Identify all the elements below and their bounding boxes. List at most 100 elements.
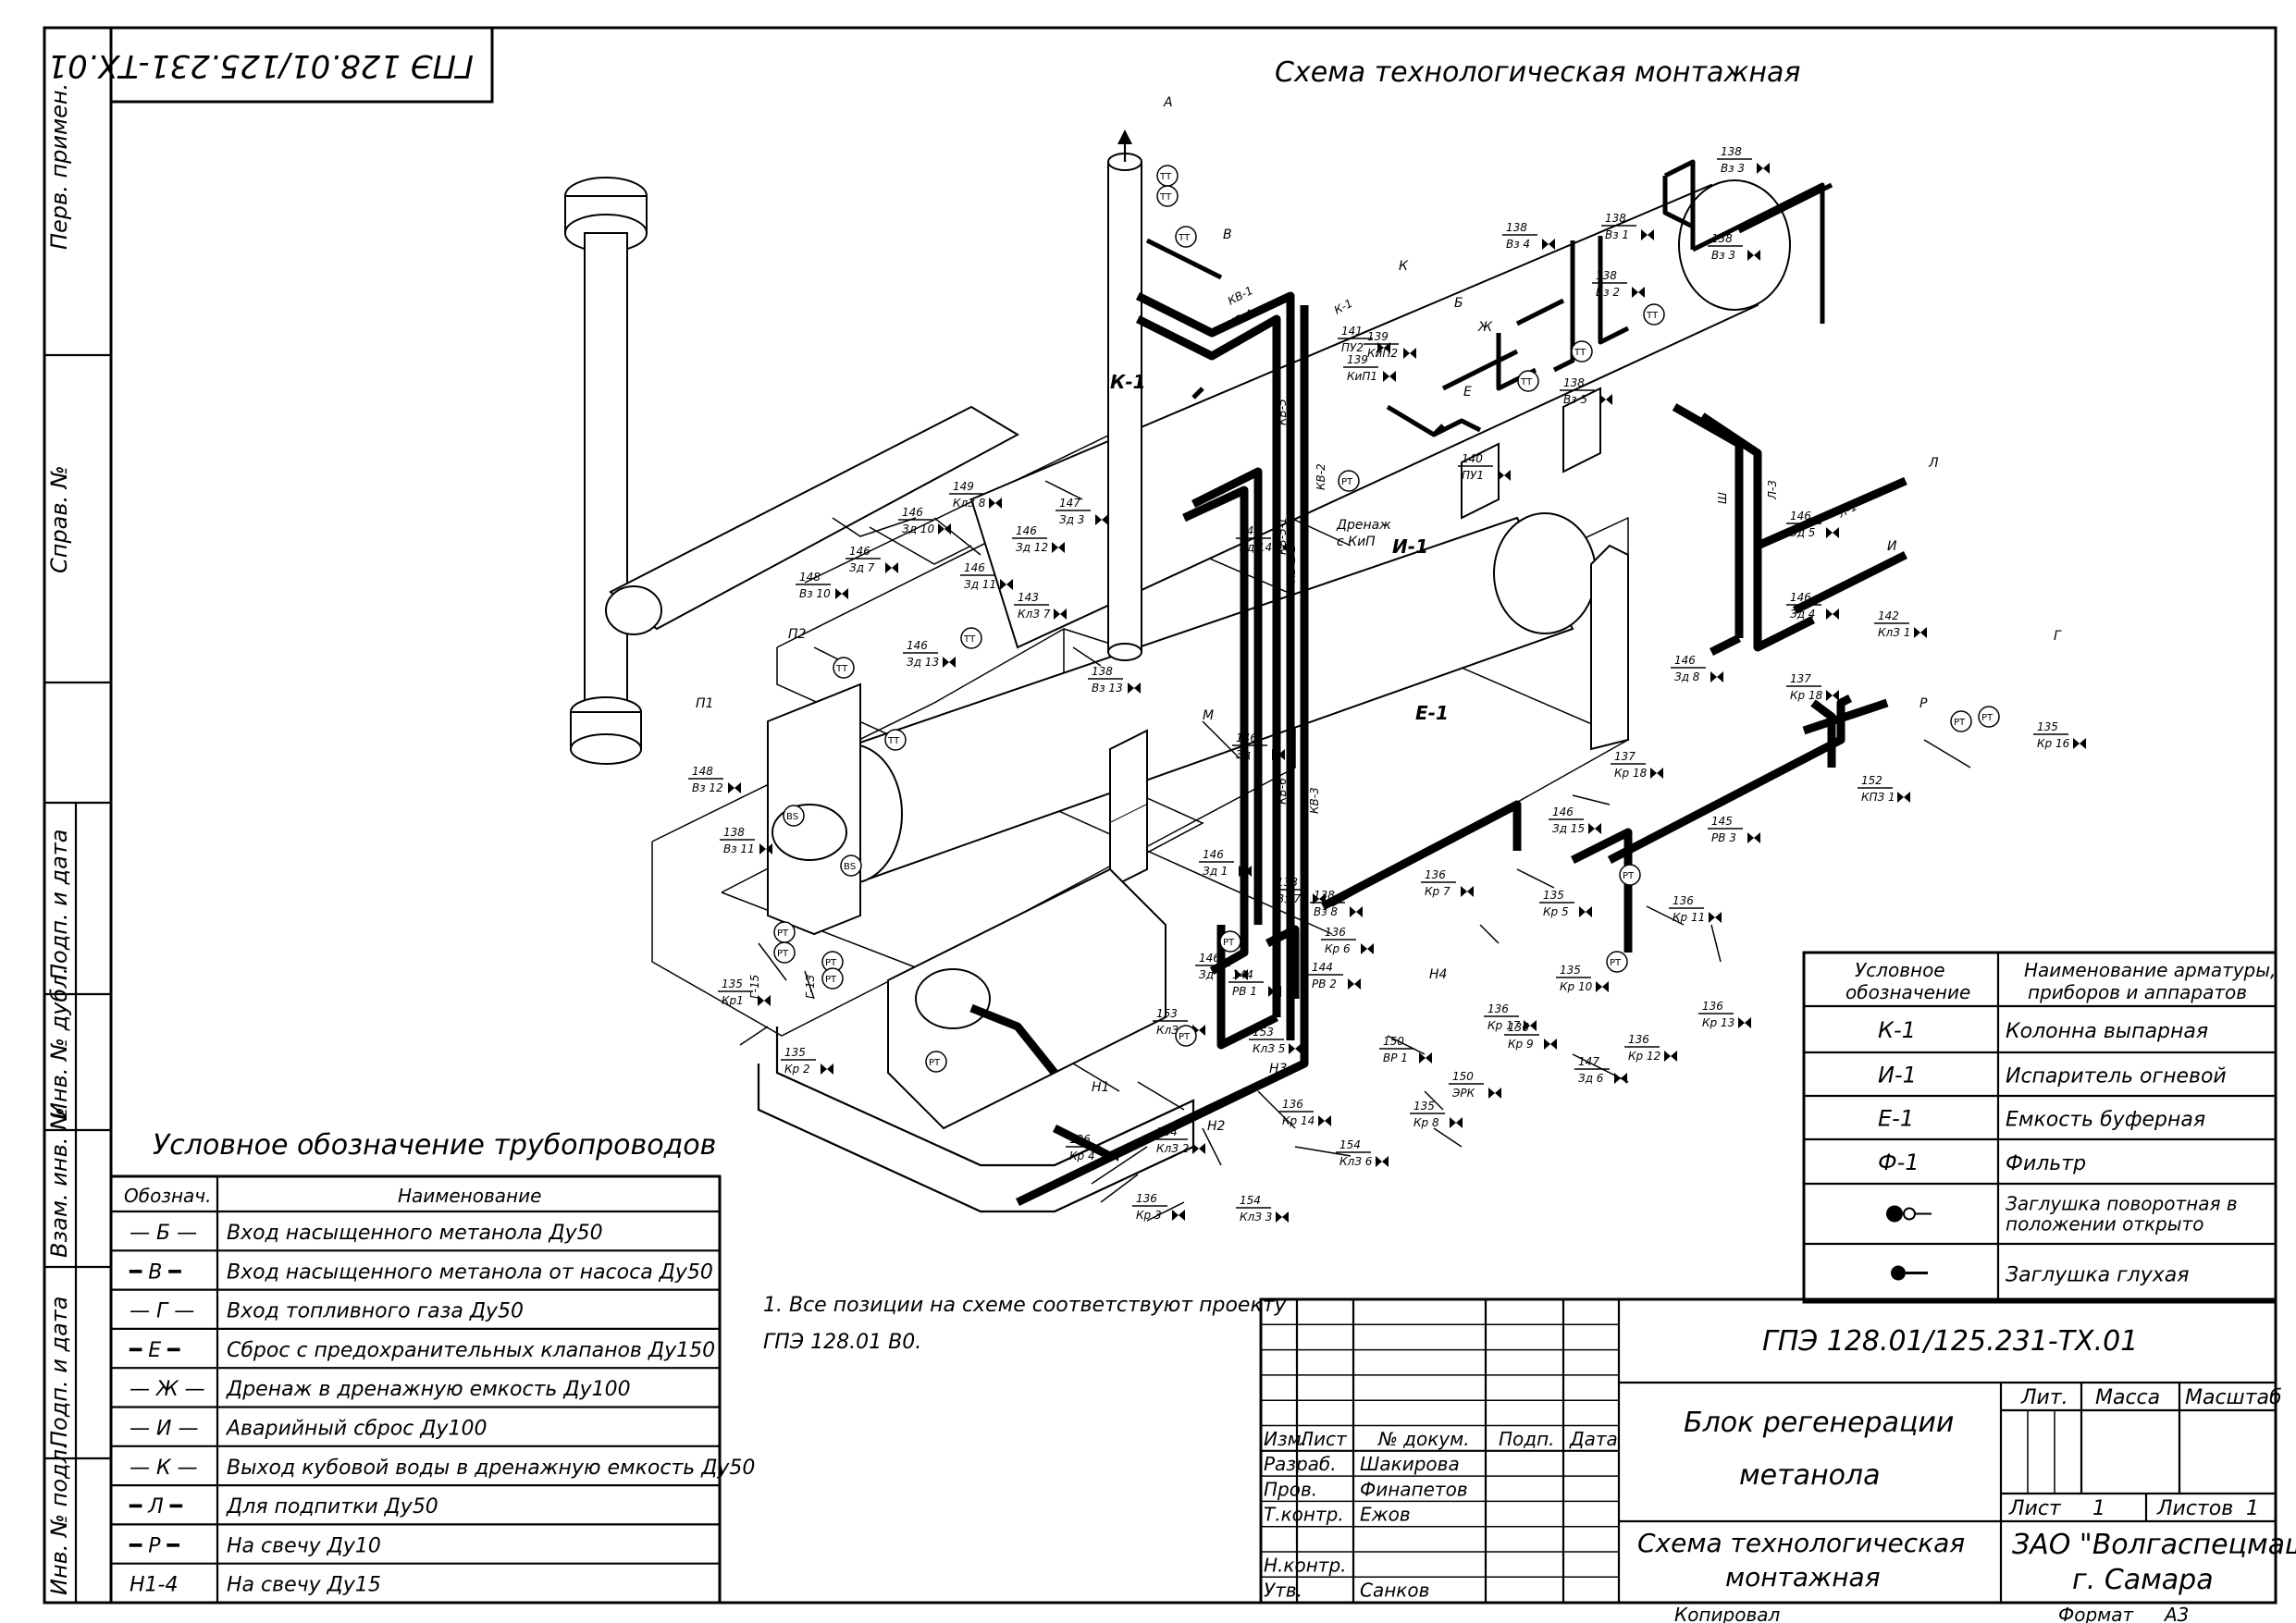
svg-text:Л: Л — [1928, 456, 1939, 471]
valve-icon — [1747, 832, 1760, 843]
valve-tag-number: 140 — [1462, 452, 1483, 465]
valve-tag-code: Зд 3 — [1059, 513, 1084, 526]
instrument-bubble: ТТ — [1156, 165, 1179, 187]
valve-tag: 146 Зд 1 — [1199, 848, 1252, 878]
instrument-circle-icon — [833, 657, 855, 679]
valve-icon — [759, 843, 772, 855]
instrument-bubble: РТ — [1175, 1025, 1197, 1047]
column-k1-large — [564, 177, 648, 765]
instrument-bubble: ТТ — [1571, 340, 1593, 363]
valve-tag-code: Зд 12 — [1016, 541, 1048, 554]
valve-tag-number: 141 — [1341, 325, 1363, 338]
valve-tag-number: 146 — [1790, 591, 1811, 604]
valve-icon — [1826, 690, 1839, 701]
note-drain: Дренаж — [1336, 518, 1391, 533]
valve-icon — [1709, 912, 1722, 923]
valve-tag-code: Вз 10 — [799, 587, 831, 600]
valve-icon — [728, 782, 741, 793]
valve-tag-number: 146 — [849, 545, 870, 558]
valve-tag-code: Кр 18 — [1790, 689, 1823, 702]
eq-legend-col-name-2: приборов и аппаратов — [2028, 981, 2247, 1003]
valve-tag-code: Вз 12 — [692, 781, 723, 794]
strip-podp1: Подп. и дата — [46, 830, 72, 981]
valve-icon — [1000, 579, 1013, 590]
valve-icon — [1348, 978, 1361, 990]
valve-tag-number: 136 — [1136, 1192, 1157, 1205]
pipe-legend: Условное обозначение трубопроводов Обозн… — [109, 1129, 755, 1605]
valve-tag-code: Кр 10 — [1560, 980, 1593, 993]
valve-icon — [885, 562, 898, 573]
valve-tag-number: 136 — [1069, 1133, 1091, 1146]
pipe-legend-code: Н1-4 — [130, 1574, 178, 1597]
valve-tag-code: КлЗ 2 — [1156, 1142, 1189, 1155]
valve-tag-code: Вз 5 — [1563, 393, 1587, 406]
tb-sheet-value: 1 — [2092, 1497, 2105, 1520]
valve-tag-number: 146 — [1203, 848, 1224, 861]
pipe-legend-code: ━ В ━ — [129, 1260, 181, 1284]
rotated-code-box: ГПЭ 128.01/125.231-ТХ.01 — [48, 26, 494, 104]
tb-mass: Масса — [2095, 1386, 2160, 1409]
valve-tag-code: ЭРК — [1451, 1087, 1475, 1100]
blind-icon — [1891, 1265, 1906, 1281]
instrument-bubble: РТ — [1606, 951, 1628, 973]
instrument-code: РТ — [1223, 938, 1235, 948]
valve-tag-code: Кр 2 — [784, 1063, 810, 1076]
tb-role-name: Ежов — [1360, 1504, 1411, 1526]
valve-icon — [758, 995, 771, 1006]
valve-icon — [943, 657, 956, 668]
valve-icon — [1664, 1051, 1677, 1062]
valve-tag-number: 146 — [1674, 654, 1696, 667]
valve-tag-code: ПУ1 — [1462, 469, 1484, 482]
svg-text:КВ-5: КВ-5 — [1276, 399, 1289, 425]
eq-legend-code: Ф-1 — [1878, 1150, 1920, 1175]
valve-icon — [1588, 823, 1601, 834]
eq-legend-name: Заглушка поворотная в — [2006, 1193, 2238, 1215]
pipe-legend-name: Дренаж в дренажную емкость Ду100 — [226, 1378, 631, 1401]
pipe-legend-col-name: Наименование — [398, 1185, 541, 1207]
valve-tag-number: 138 — [1277, 876, 1298, 889]
valve-tag-number: 135 — [784, 1046, 806, 1059]
tb-city: г. Самара — [2072, 1564, 2214, 1596]
valve-tag-code: РВ 1 — [1232, 985, 1257, 998]
valve-tag-number: 136 — [1325, 926, 1346, 939]
valve-icon — [1914, 627, 1927, 638]
instrument-code: ТТ — [887, 736, 900, 746]
valve-tag-code: Кр 13 — [1702, 1016, 1734, 1029]
valve-icon — [1239, 866, 1252, 877]
valve-icon — [1376, 1156, 1389, 1167]
label-i1: И-1 — [1392, 535, 1428, 558]
tb-object-line2: метанола — [1739, 1459, 1880, 1492]
valve-icon — [1747, 250, 1760, 261]
valve-icon — [821, 1064, 833, 1075]
pipe-legend-code: ━ Е ━ — [129, 1339, 180, 1362]
horizontal-vessel-left — [605, 405, 1020, 635]
pipe-legend-title: Условное обозначение трубопроводов — [153, 1129, 716, 1162]
valve-tag-code: Зд 1 — [1203, 865, 1228, 878]
svg-text:И: И — [1887, 539, 1897, 554]
tb-col-header: № докум. — [1377, 1428, 1470, 1450]
valve-icon — [1650, 768, 1663, 779]
valve-tag-code: Вз 8 — [1314, 905, 1338, 918]
svg-text:К: К — [1399, 259, 1409, 274]
tb-copied: Копировал — [1674, 1604, 1780, 1623]
valve-tag-code: Кр 7 — [1425, 885, 1450, 898]
